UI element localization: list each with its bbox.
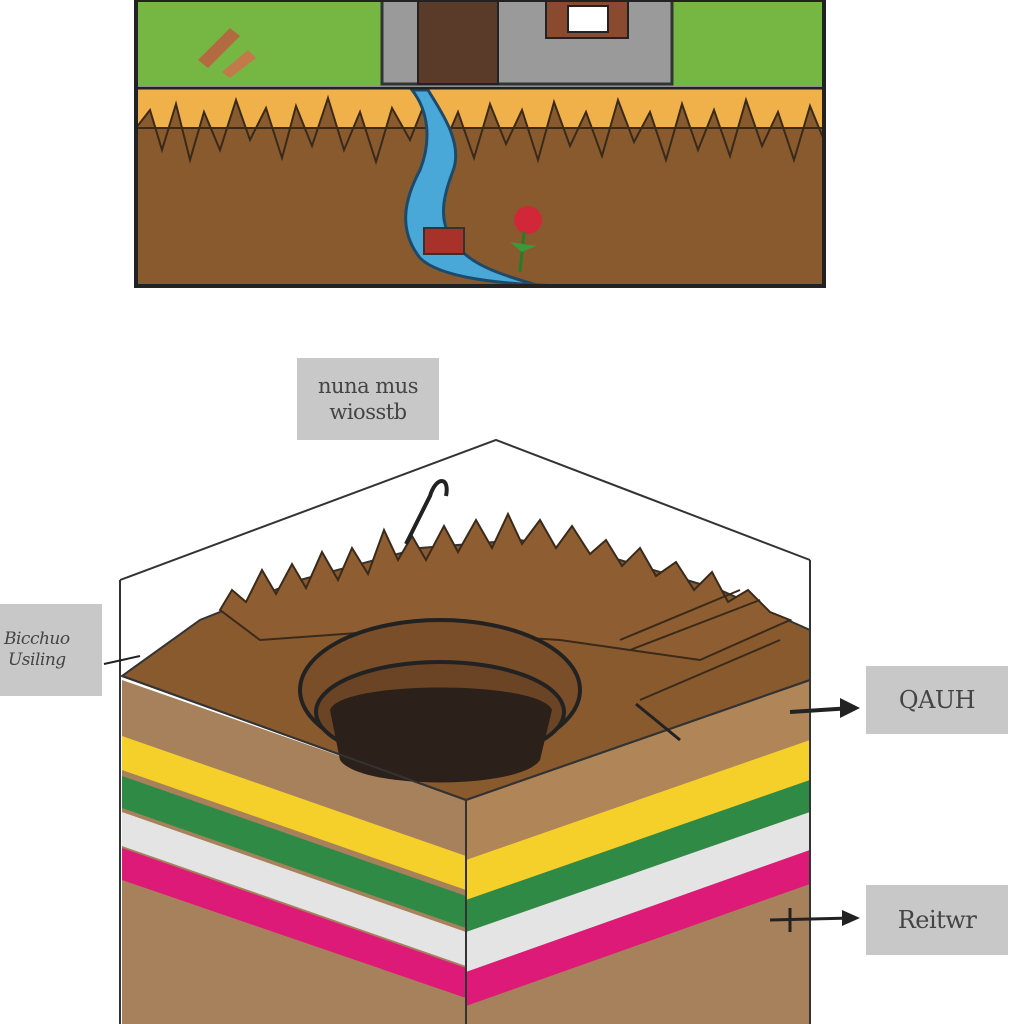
- left-face-magenta: [122, 848, 466, 998]
- left-face-white: [122, 812, 466, 966]
- left-face-green: [122, 776, 466, 928]
- debris-box: [423, 227, 465, 255]
- right-face-white: [466, 812, 810, 972]
- top-panel-frame: [134, 0, 826, 288]
- block-top-right-edge: [465, 679, 811, 801]
- arrow-right-lower-head: [842, 910, 860, 926]
- right-face-yellow: [466, 740, 810, 900]
- leader-right-upper-inner: [635, 702, 681, 742]
- callout-label-right-lower: Reitwr: [866, 885, 1008, 955]
- soil-layer: [136, 128, 824, 286]
- house-door: [417, 0, 499, 85]
- left-face-yellow: [122, 736, 466, 890]
- arrow-right-lower: [769, 916, 853, 922]
- leader-lines: [103, 479, 860, 932]
- callout-label-right-upper: QAUH: [866, 666, 1008, 734]
- grass-mark: [222, 50, 256, 78]
- hole-opening: [330, 687, 552, 783]
- block-top-left-edge: [121, 675, 467, 801]
- top-panel: [133, 0, 826, 288]
- house-window-pane: [567, 5, 609, 33]
- surface-crack: [619, 589, 781, 701]
- leader-left: [103, 655, 141, 665]
- right-face-magenta: [466, 850, 810, 1006]
- arrow-right-upper-head: [840, 698, 860, 718]
- soil-block: [119, 438, 811, 1024]
- soil-mound: [218, 511, 793, 662]
- grass-mark: [198, 28, 240, 68]
- root-edge: [133, 94, 825, 166]
- callout-label-top: nuna mus wiosstb: [297, 358, 439, 440]
- flower-head: [514, 206, 542, 234]
- right-face-upper-tan: [466, 680, 810, 860]
- block-top-outline: [119, 438, 811, 581]
- leader-top: [404, 479, 449, 545]
- flower-leaf: [510, 242, 536, 252]
- right-face-green: [466, 780, 810, 932]
- callout-label-left: Bicchuo Usiling: [0, 604, 102, 696]
